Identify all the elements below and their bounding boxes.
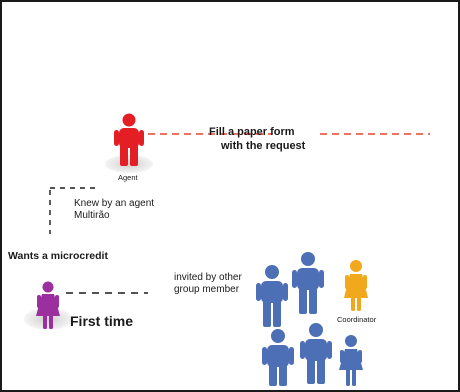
group-member-3-icon — [262, 329, 294, 386]
client-woman-icon — [24, 281, 72, 330]
agent-note-line2: Multirão — [74, 210, 110, 221]
group-member-2-icon — [292, 252, 324, 314]
agent-label: Agent — [118, 173, 138, 182]
group-member-4-icon — [300, 323, 332, 384]
group-member-5-woman-icon — [339, 335, 363, 386]
client-heading: Wants a microcredit — [8, 250, 108, 262]
group-invite-line1: invited by other — [174, 272, 242, 283]
coordinator-label: Coordinator — [337, 315, 377, 324]
form-step-line1: Fill a paper form — [209, 126, 295, 138]
group-member-1-icon — [256, 265, 288, 327]
agent-person-icon — [105, 113, 153, 173]
agent-note-line1: Knew by an agent — [74, 198, 155, 209]
group-invite-line2: group member — [174, 284, 240, 295]
form-step-line2: with the request — [221, 140, 306, 152]
coordinator-woman-icon — [344, 260, 368, 311]
client-status: First time — [70, 313, 134, 329]
